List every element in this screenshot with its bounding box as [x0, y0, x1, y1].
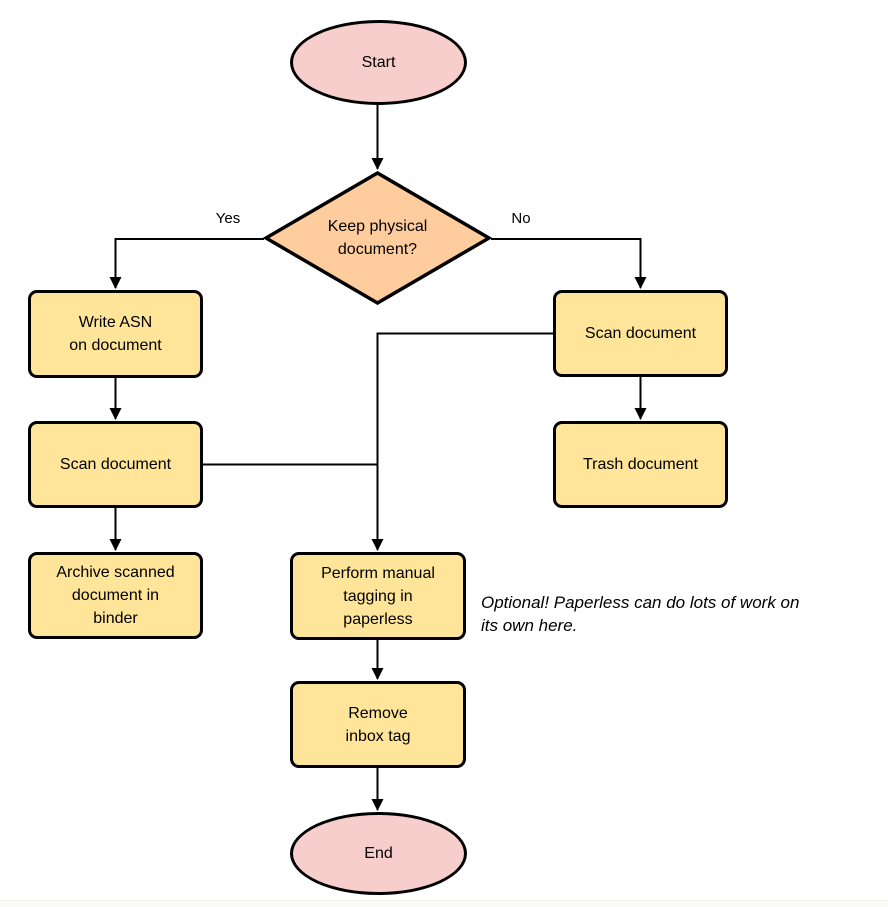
process-trash-document-label: Trash document	[582, 456, 698, 473]
process-remove-inbox-tag-label: Remove inbox tag	[345, 704, 411, 745]
process-archive-in-binder-label: Archive scanned document in binder	[56, 564, 175, 627]
process-archive-in-binder: Archive scanned document in binder	[28, 552, 203, 639]
process-scan-document-left-label: Scan document	[59, 456, 172, 473]
decision-keep-physical-document: Keep physical document?	[263, 170, 492, 306]
process-manual-tagging-label: Perform manual tagging in paperless	[321, 564, 435, 628]
process-trash-document: Trash document	[553, 421, 728, 508]
end-terminator: End	[290, 812, 467, 895]
process-write-asn-label: Write ASN on document	[69, 314, 162, 354]
decision-diamond-shape	[263, 170, 492, 306]
end-label: End	[364, 845, 393, 862]
process-remove-inbox-tag: Remove inbox tag	[290, 681, 466, 768]
process-scan-document-left: Scan document	[28, 421, 203, 508]
process-scan-document-right-label: Scan document	[584, 325, 697, 342]
process-write-asn: Write ASN on document	[28, 290, 203, 378]
edge-label-yes: Yes	[201, 210, 255, 228]
edge-scan-right-to-tagging	[371, 332, 553, 551]
process-scan-document-right: Scan document	[553, 290, 728, 377]
start-terminator: Start	[290, 20, 467, 105]
edge-no-decision-to-scan-right	[491, 238, 647, 289]
start-label: Start	[361, 54, 396, 71]
edge-label-no: No	[494, 210, 548, 228]
annotation-optional-note: Optional! Paperless can do lots of work …	[481, 593, 800, 635]
decision-label: Keep physical document?	[327, 218, 428, 258]
page-bottom-edge	[0, 900, 888, 907]
edge-yes-decision-to-write-asn	[109, 238, 264, 289]
process-manual-tagging: Perform manual tagging in paperless	[290, 552, 466, 640]
